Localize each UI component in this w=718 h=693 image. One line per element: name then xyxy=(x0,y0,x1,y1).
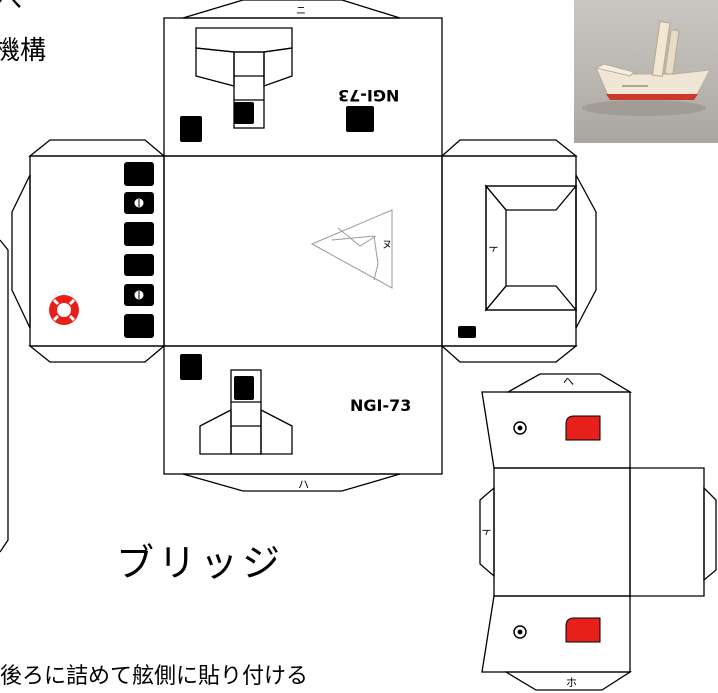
bridge-tab-label-top: ニ xyxy=(296,6,306,17)
paper-boat-illustration xyxy=(582,21,711,116)
mechanism-tab-label-top: へ xyxy=(563,375,574,388)
hull-number: NGI-73 xyxy=(350,396,412,415)
boat-photo xyxy=(574,0,718,143)
bridge-title: ブリッジ xyxy=(116,541,285,585)
heading-kanji: 機構 xyxy=(0,36,47,66)
assembly-instruction: 後ろに詰めて舷側に貼り付ける xyxy=(0,664,309,689)
bridge-tab-label-bottom: ハ xyxy=(298,478,309,491)
mechanism-tab-label-left: ト xyxy=(479,526,491,537)
heading-kana: へ xyxy=(0,0,23,16)
bridge-tab-label-center: ヌ xyxy=(382,240,392,251)
mechanism-tab-label-bottom: ホ xyxy=(566,676,577,689)
life-ring-icon xyxy=(49,295,79,325)
